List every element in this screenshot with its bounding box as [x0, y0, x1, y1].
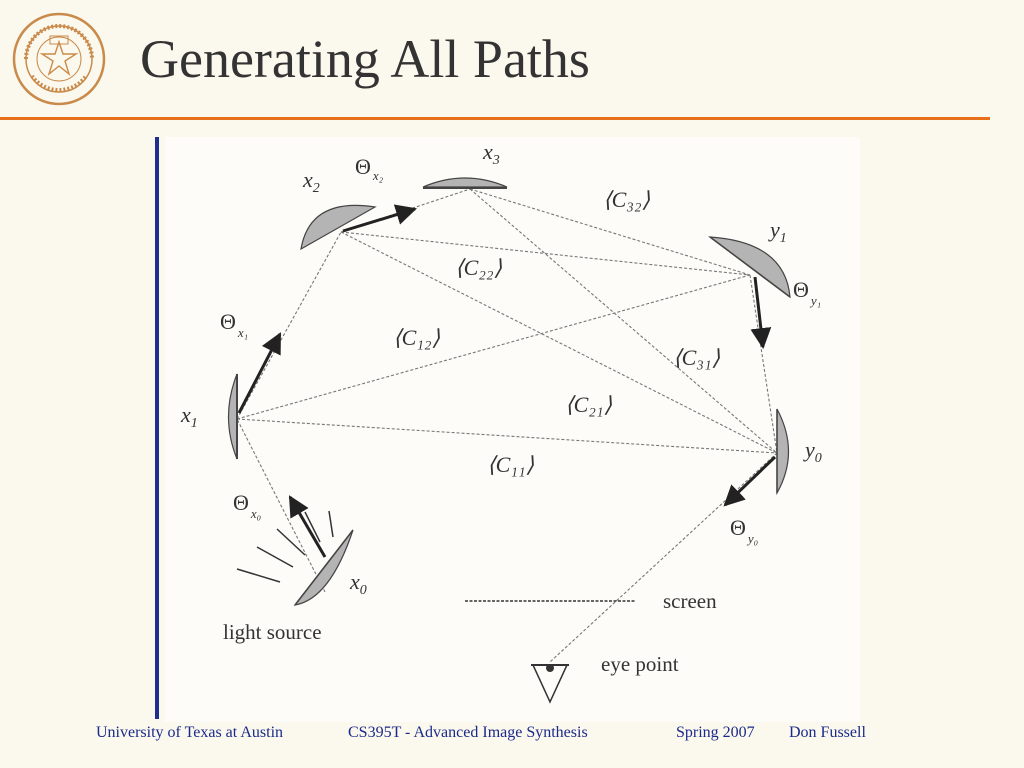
- theta-x1-arrow: [237, 332, 282, 414]
- path-x3-y1: [469, 188, 751, 276]
- path-x2-y0: [340, 231, 778, 454]
- eye-point-icon: [531, 664, 569, 704]
- slide-title: Generating All Paths: [140, 29, 590, 89]
- label-x0: x0: [349, 569, 367, 598]
- path-x1-x2: [236, 231, 342, 420]
- university-seal-logo: [12, 12, 106, 106]
- footer-term: Spring 2007: [676, 724, 755, 741]
- label-x1: x1: [180, 402, 198, 431]
- label-x3: x3: [482, 139, 500, 168]
- path-x3-y0: [469, 188, 778, 454]
- label-c11: ⟨C₁₁⟩: [487, 452, 535, 477]
- footer-institution: University of Texas at Austin: [96, 724, 284, 741]
- label-x2: x2: [302, 167, 320, 196]
- path-y0-eye: [549, 452, 778, 663]
- path-x1-y1: [236, 274, 751, 420]
- label-c31: ⟨C₃₁⟩: [673, 345, 721, 370]
- path-x1-y0: [236, 418, 778, 454]
- label-c21: ⟨C₂₁⟩: [565, 392, 613, 417]
- surface-x2: [300, 204, 377, 251]
- path-x0-x1: [236, 418, 326, 593]
- label-y0: y0: [803, 437, 822, 466]
- theta-y0-arrow: [723, 455, 777, 507]
- title-divider: [0, 117, 990, 120]
- theta-y1-arrow: [750, 276, 772, 350]
- label-eye-point: eye point: [601, 652, 679, 676]
- path-y1-y0: [749, 274, 778, 454]
- direction-arrows: [237, 204, 777, 558]
- surface-x1: [227, 373, 238, 460]
- path-x2-y1: [340, 231, 751, 276]
- slide-footer: University of Texas at Austin CS395T - A…: [0, 724, 1024, 754]
- surface-y0: [776, 408, 790, 496]
- light-rays: [236, 510, 334, 583]
- figure-side-bar: [155, 137, 159, 719]
- footer-author: Don Fussell: [789, 724, 866, 741]
- label-screen: screen: [663, 589, 717, 613]
- label-c32: ⟨C₃₂⟩: [603, 187, 651, 212]
- footer-course: CS395T - Advanced Image Synthesis: [348, 724, 588, 741]
- label-c12: ⟨C₁₂⟩: [393, 325, 441, 350]
- label-y1: y1: [768, 217, 787, 246]
- theta-x0-arrow: [288, 495, 327, 558]
- theta-x2-arrow: [342, 204, 418, 233]
- label-c22: ⟨C₂₂⟩: [455, 255, 503, 280]
- label-light-source: light source: [223, 620, 322, 644]
- surface-x3: [422, 177, 508, 188]
